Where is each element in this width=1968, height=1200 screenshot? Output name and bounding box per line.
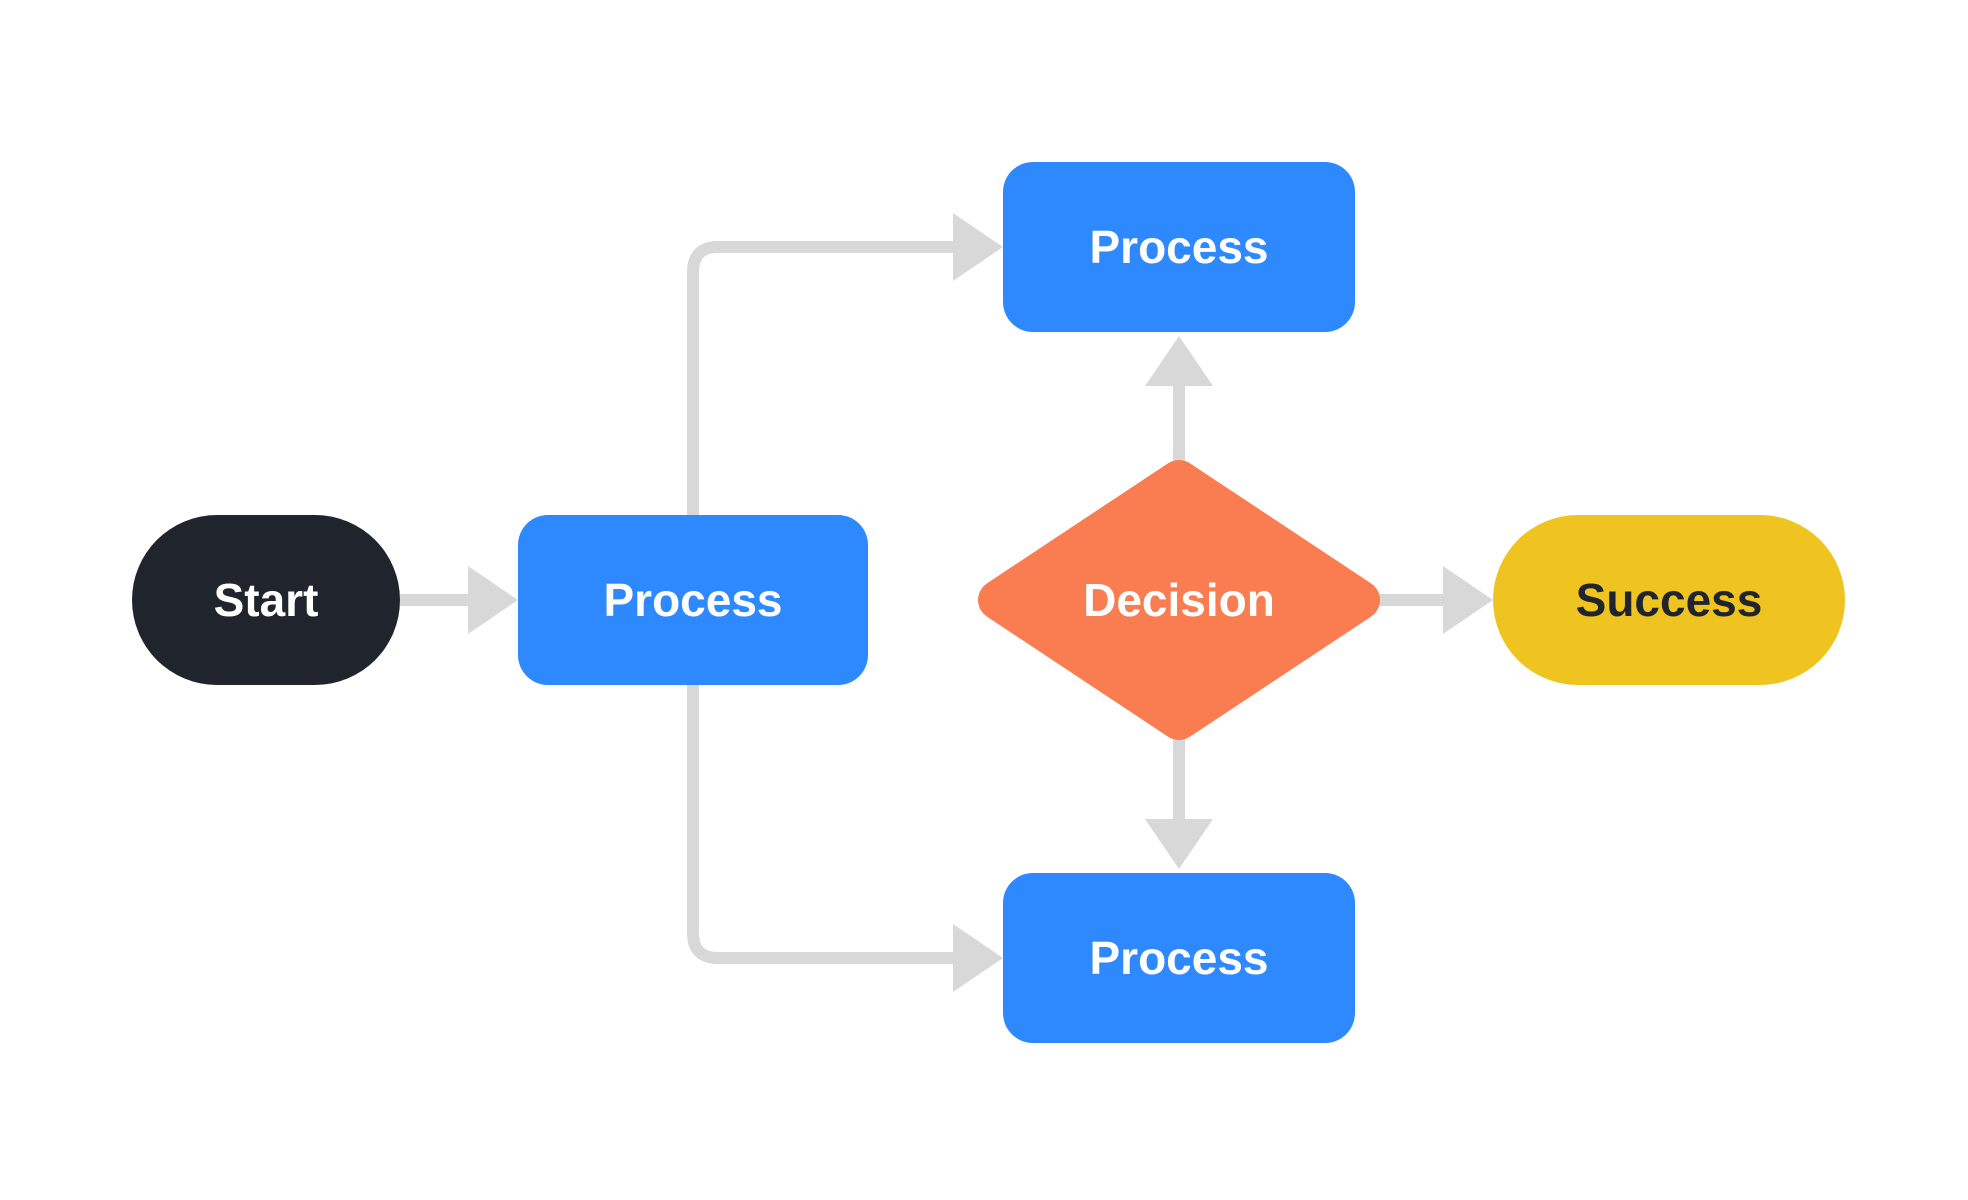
connector-process-left-to-process-top: [687, 241, 955, 516]
process-left-label: Process: [603, 574, 783, 626]
connectors: [400, 213, 1493, 992]
success-node: Success: [1493, 515, 1845, 685]
process-top-label: Process: [1089, 221, 1269, 273]
start-node: Start: [132, 515, 400, 685]
process-bottom-label: Process: [1089, 932, 1269, 984]
arrowhead-decision-to-process-top: [1145, 336, 1213, 386]
process-top-node: Process: [1003, 162, 1355, 332]
decision-node: [978, 460, 1380, 740]
process-bottom-node: Process: [1003, 873, 1355, 1043]
arrowhead-decision-to-process-bottom: [1145, 819, 1213, 869]
start-label: Start: [213, 574, 319, 626]
connector-process-left-to-process-bottom: [687, 684, 955, 964]
arrowhead-process-left-to-process-bottom: [953, 924, 1003, 992]
decision-label: Decision: [978, 460, 1380, 740]
process-left-node: Process: [518, 515, 868, 685]
arrowhead-process-left-to-process-top: [953, 213, 1003, 281]
arrowhead-decision-to-success: [1443, 566, 1493, 634]
success-label: Success: [1575, 574, 1763, 626]
arrowhead-start-to-process-left: [468, 566, 518, 634]
decision-label-text: Decision: [1083, 574, 1275, 626]
